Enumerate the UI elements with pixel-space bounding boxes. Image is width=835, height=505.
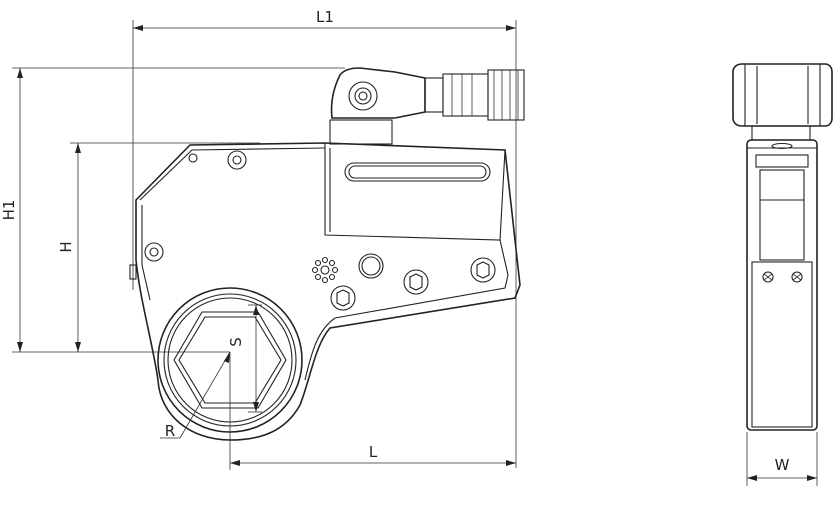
dimension-l: L [229,352,516,470]
screw-hex-2 [470,257,496,283]
tool-side-view [129,67,525,441]
label-s: S [227,337,245,347]
screw-hex-1 [403,269,429,295]
rosette-mark [311,256,339,284]
front-screw-right [791,271,803,283]
front-screw-left [762,271,774,283]
dimension-h1: H1 [0,67,345,353]
label-w: W [775,456,790,474]
screw-top [227,150,247,170]
plug-round [358,253,384,279]
label-l: L [369,443,378,461]
dimension-h: H [57,142,260,352]
dimension-s: S [227,304,262,413]
tool-front-view [732,63,833,431]
label-r: R [165,422,175,440]
label-h1: H1 [0,200,18,221]
label-h: H [57,241,75,252]
label-l1: L1 [316,8,334,26]
small-pin-hole [188,153,198,163]
dimension-w: W [746,432,818,486]
screw-left [144,242,164,262]
dimension-r: R [160,351,231,440]
swivel-fitting [329,67,525,145]
dimension-l1: L1 [132,8,517,468]
screw-hex-3 [330,285,356,311]
